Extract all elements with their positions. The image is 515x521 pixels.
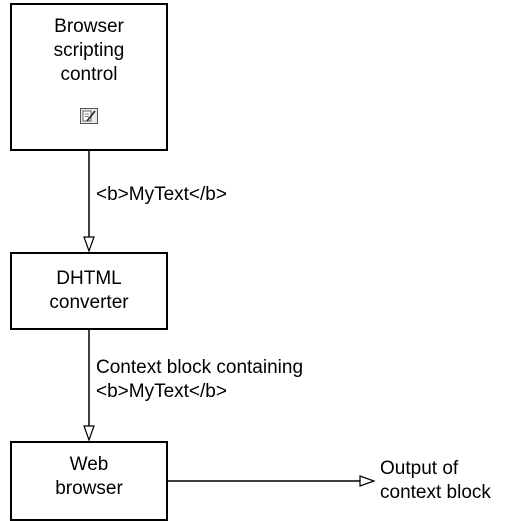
- arrowhead-browser-to-output: [359, 475, 376, 487]
- box-label-line-2: browser: [55, 478, 123, 499]
- output-label-line-2: context block: [380, 482, 491, 503]
- edge-label-converter-to-browser-line-2: <b>MyText</b>: [96, 381, 227, 402]
- box-label-line-2: converter: [49, 292, 129, 313]
- box-label-line-1: Web: [69, 454, 109, 475]
- arrowhead-control-to-converter: [83, 236, 95, 253]
- box-label-line-1: Browser: [54, 16, 124, 37]
- dhtml-converter-box: DHTML converter: [10, 252, 168, 330]
- output-label-line-1: Output of: [380, 458, 459, 479]
- arrowhead-converter-to-browser: [83, 425, 95, 442]
- edge-label-converter-to-browser-line-1: Context block containing: [96, 357, 304, 378]
- box-label-line-1: DHTML: [56, 268, 122, 289]
- script-edit-icon: [80, 108, 98, 124]
- box-label-line-3: control: [60, 64, 118, 85]
- browser-scripting-control-box: Browser scripting control: [10, 3, 168, 151]
- box-label-line-2: scripting: [53, 40, 125, 61]
- edge-label-control-to-converter: <b>MyText</b>: [96, 184, 227, 205]
- web-browser-box: Web browser: [10, 441, 168, 521]
